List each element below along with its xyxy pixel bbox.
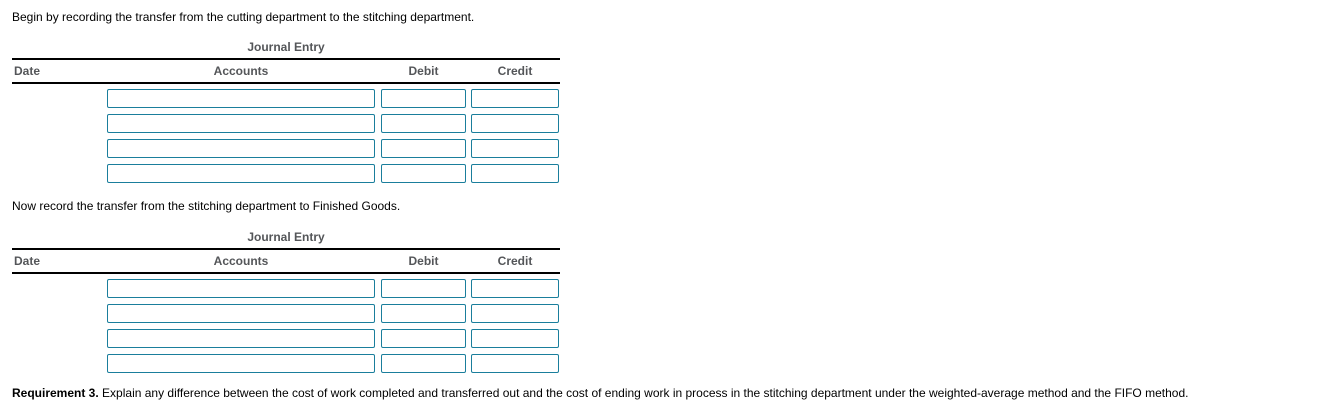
accounts-input[interactable]: [107, 164, 375, 183]
credit-input[interactable]: [471, 114, 559, 133]
date-cell: [12, 114, 107, 133]
date-cell: [12, 139, 107, 158]
debit-input[interactable]: [381, 354, 466, 373]
accounts-input[interactable]: [107, 139, 375, 158]
column-header-accounts: Accounts: [213, 64, 269, 78]
journal-entry-row: [12, 89, 560, 108]
instruction-stitching-to-finished-goods: Now record the transfer from the stitchi…: [12, 199, 401, 213]
date-cell: [12, 164, 107, 183]
journal-entry-row: [12, 114, 560, 133]
journal-entry-table-2: Journal Entry Date Accounts Debit Credit: [12, 227, 560, 379]
journal-entry-row: [12, 354, 560, 373]
journal-entry-title: Journal Entry: [12, 37, 560, 60]
credit-input[interactable]: [471, 164, 559, 183]
column-header-debit: Debit: [408, 254, 439, 268]
debit-input[interactable]: [381, 279, 466, 298]
column-header-date: Date: [14, 254, 41, 268]
accounts-input[interactable]: [107, 354, 375, 373]
journal-entry-header-row: Date Accounts Debit Credit: [12, 60, 560, 84]
journal-entry-title: Journal Entry: [12, 227, 560, 250]
journal-entry-rows: [12, 274, 560, 373]
date-cell: [12, 329, 107, 348]
date-cell: [12, 89, 107, 108]
journal-entry-rows: [12, 84, 560, 183]
credit-input[interactable]: [471, 139, 559, 158]
date-cell: [12, 279, 107, 298]
journal-entry-row: [12, 164, 560, 183]
credit-input[interactable]: [471, 329, 559, 348]
date-cell: [12, 354, 107, 373]
accounts-input[interactable]: [107, 89, 375, 108]
credit-input[interactable]: [471, 89, 559, 108]
journal-entry-header-row: Date Accounts Debit Credit: [12, 250, 560, 274]
debit-input[interactable]: [381, 114, 466, 133]
column-header-accounts: Accounts: [213, 254, 269, 268]
instruction-cutting-to-stitching: Begin by recording the transfer from the…: [12, 10, 475, 24]
column-header-credit: Credit: [497, 64, 533, 78]
debit-input[interactable]: [381, 304, 466, 323]
credit-input[interactable]: [471, 279, 559, 298]
journal-entry-table-1: Journal Entry Date Accounts Debit Credit: [12, 37, 560, 189]
debit-input[interactable]: [381, 89, 466, 108]
accounts-input[interactable]: [107, 279, 375, 298]
requirement-3: Requirement 3. Explain any difference be…: [12, 386, 1188, 400]
accounts-input[interactable]: [107, 304, 375, 323]
requirement-label: Requirement 3.: [12, 386, 99, 400]
journal-entry-row: [12, 139, 560, 158]
credit-input[interactable]: [471, 354, 559, 373]
date-cell: [12, 304, 107, 323]
debit-input[interactable]: [381, 164, 466, 183]
column-header-credit: Credit: [497, 254, 533, 268]
column-header-debit: Debit: [408, 64, 439, 78]
requirement-text: Explain any difference between the cost …: [102, 386, 1189, 400]
journal-entry-row: [12, 279, 560, 298]
accounts-input[interactable]: [107, 329, 375, 348]
journal-entry-row: [12, 329, 560, 348]
credit-input[interactable]: [471, 304, 559, 323]
debit-input[interactable]: [381, 329, 466, 348]
journal-entry-row: [12, 304, 560, 323]
column-header-date: Date: [14, 64, 41, 78]
accounts-input[interactable]: [107, 114, 375, 133]
debit-input[interactable]: [381, 139, 466, 158]
